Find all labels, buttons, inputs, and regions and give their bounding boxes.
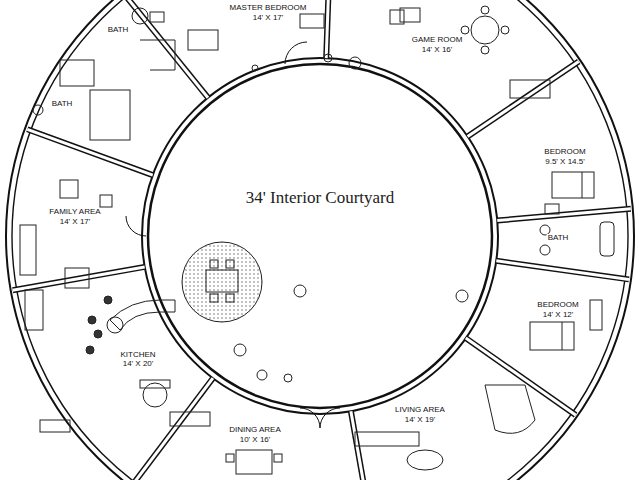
room-label: BATH (107, 26, 130, 34)
room-label: 14' X 19' (404, 416, 437, 424)
room-label: BEDROOM (543, 148, 586, 156)
room-label: 14' X 17' (252, 14, 285, 22)
room-label: 14' X 17' (59, 218, 92, 226)
room-label: KITCHEN (119, 351, 156, 359)
room-label: 14' X 12' (542, 311, 575, 319)
room-label: 14' X 20' (122, 360, 155, 368)
courtyard-label: 34' Interior Courtyard (245, 189, 395, 206)
room-label: LIVING AREA (394, 406, 446, 414)
room-label: FAMILY AREA (48, 208, 101, 216)
room-label: BEDROOM (536, 301, 579, 309)
room-label: DINING AREA (228, 426, 282, 434)
room-label: BATH (51, 100, 74, 108)
room-label: 9.5' X 14.5' (544, 158, 586, 166)
room-label: GAME ROOM (411, 36, 464, 44)
room-label: MASTER BEDROOM (229, 4, 308, 12)
room-label: 10' X 16' (239, 436, 272, 444)
room-label: BATH (547, 234, 570, 242)
room-label: 14' X 16' (421, 46, 454, 54)
